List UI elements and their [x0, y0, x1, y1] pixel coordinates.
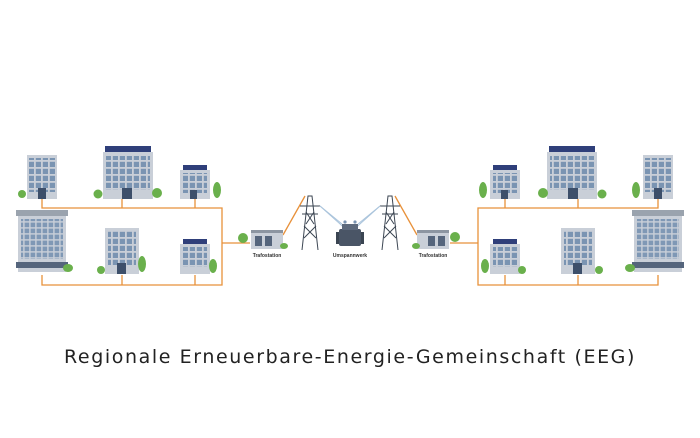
- left-transformer-label: Trafostation: [253, 253, 282, 259]
- right-transformer-label: Trafostation: [419, 253, 448, 259]
- right-grid-lines: [394, 195, 659, 286]
- right-office-bottom-3: [625, 210, 684, 272]
- left-house-bottom-3: [180, 239, 217, 274]
- left-building-top-2: [93, 146, 162, 199]
- left-office-bottom-1: [16, 210, 73, 272]
- left-house-top-1: [18, 155, 57, 199]
- left-transformer-station: [238, 230, 288, 249]
- left-house-bottom-2: [97, 228, 146, 274]
- right-power-pylon: [380, 195, 400, 251]
- right-house-top-1: [479, 165, 520, 199]
- right-house-bottom-2: [561, 228, 603, 274]
- substation-transformer: [336, 220, 364, 246]
- substation-label: Umspannwerk: [333, 253, 367, 259]
- right-house-bottom-1: [481, 239, 526, 274]
- left-house-top-3: [180, 165, 221, 199]
- right-building-top-2: [538, 146, 607, 199]
- left-grid-lines: [41, 195, 306, 286]
- left-power-pylon: [300, 195, 320, 251]
- right-house-top-3: [632, 155, 673, 199]
- right-transformer-station: [412, 230, 460, 249]
- diagram-caption: Regionale Erneuerbare-Energie-Gemeinscha…: [63, 346, 637, 368]
